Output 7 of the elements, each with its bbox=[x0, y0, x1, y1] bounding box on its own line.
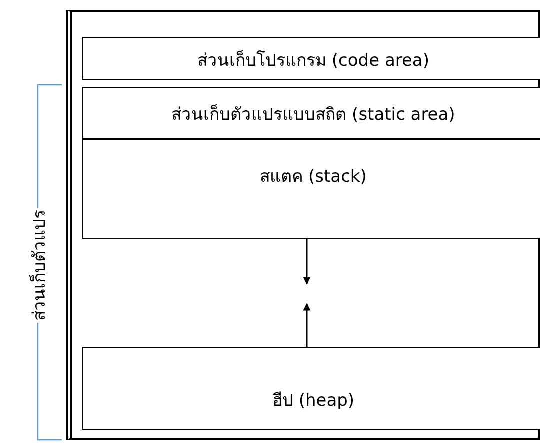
memory-block: ส่วนเก็บโปรแกรม (code area) bbox=[82, 37, 540, 80]
arrow bbox=[303, 239, 311, 285]
memory-frame bbox=[66, 10, 540, 440]
memory-block: ฮีป (heap) bbox=[82, 347, 540, 430]
memory-block: ส่วนเก็บตัวแปรแบบสถิต (static area) bbox=[82, 87, 540, 139]
arrow bbox=[303, 303, 311, 347]
memory-block: สแตค (stack) bbox=[82, 139, 540, 239]
